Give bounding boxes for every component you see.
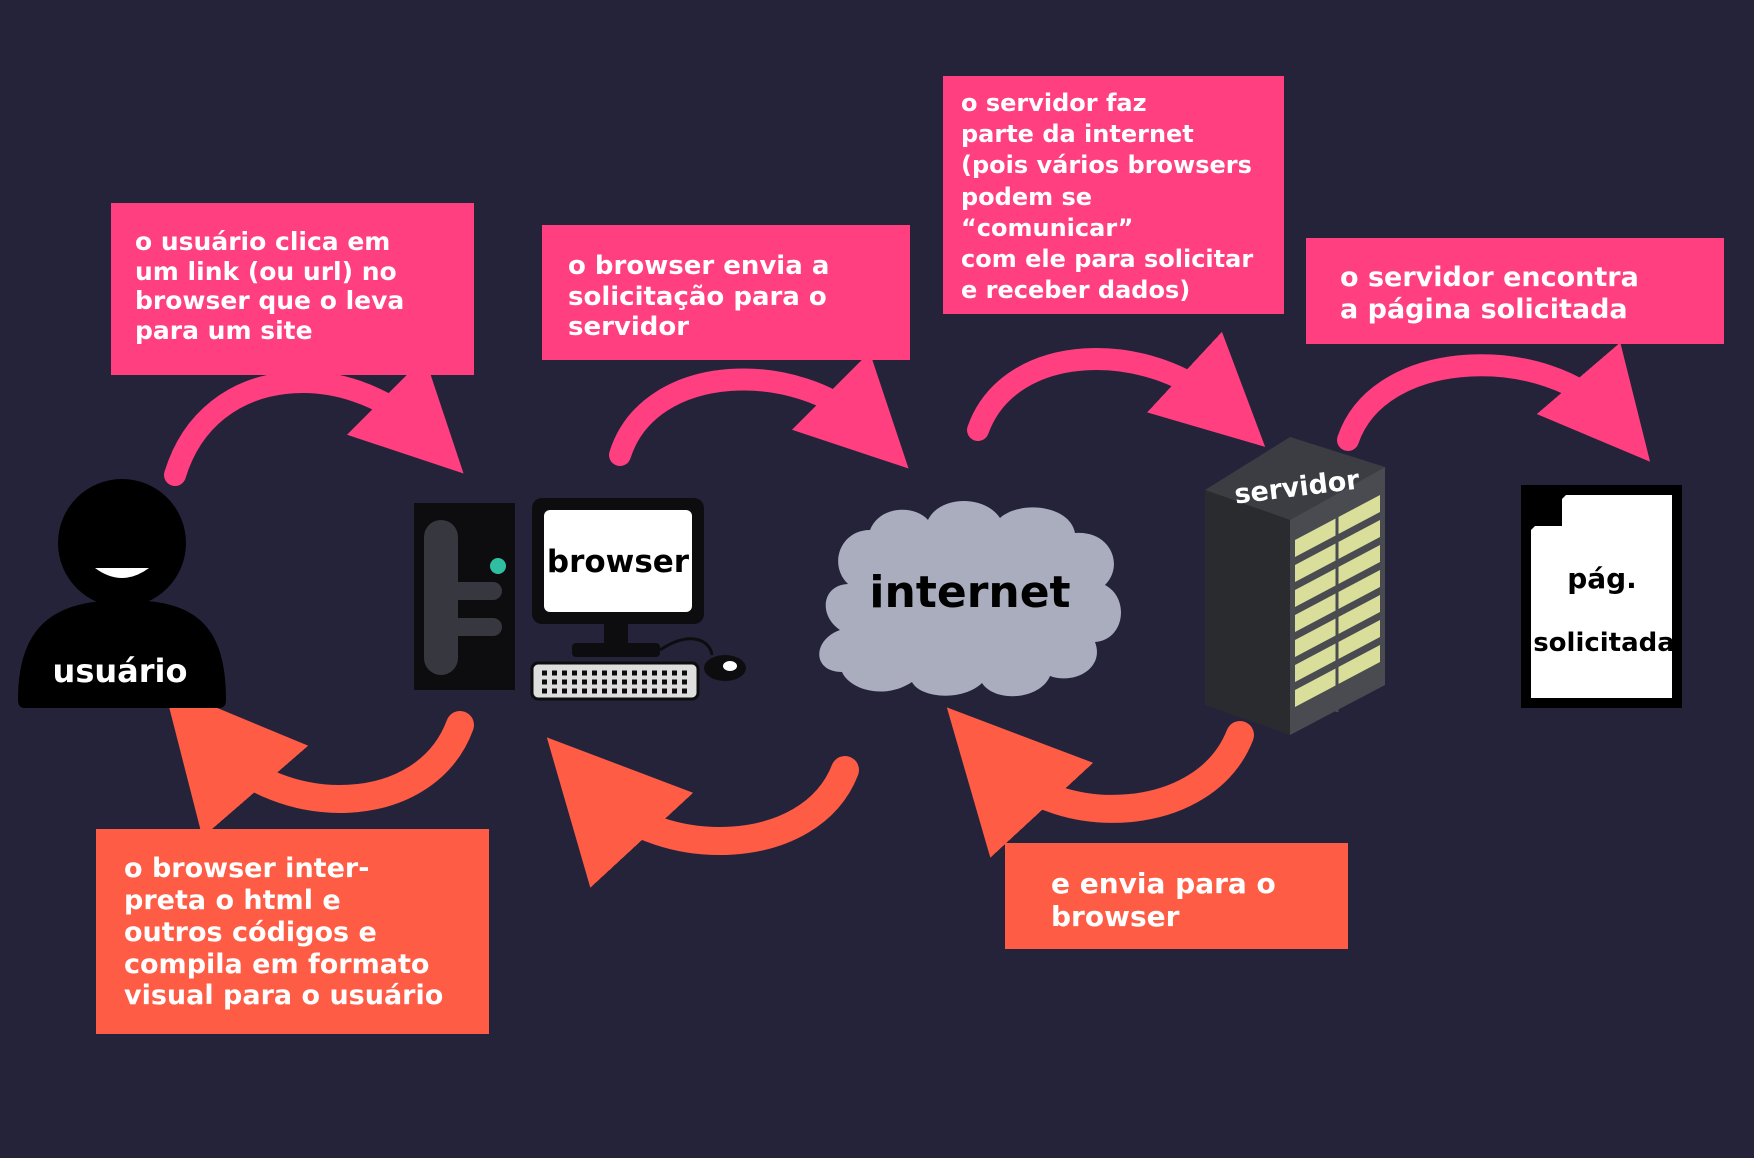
internet-label: internet [869,567,1070,618]
arrow-browser-to-user [163,685,474,838]
page-label-line2: solicitada [1533,628,1675,658]
cloud-icon: internet [819,500,1122,697]
arrow-browser-to-internet [609,351,909,469]
user-label: usuário [53,652,188,690]
browser-label: browser [547,544,690,580]
note-server-part-of-internet: o servidor faz parte da internet (pois v… [943,76,1284,314]
note-sends-to-browser: e envia para o browser [1005,843,1348,949]
page-label-line1: pág. [1567,562,1637,595]
arrow-internet-to-server [967,331,1266,447]
arrow-server-to-internet [946,707,1254,858]
note-browser-sends-request: o browser envia a solicitação para o ser… [542,225,910,360]
arrow-internet-to-browser [546,737,859,888]
note-browser-interprets-html: o browser inter- preta o html e outros c… [96,829,489,1034]
person-icon: usuário [18,479,226,708]
arrow-server-to-page [1337,342,1651,462]
server-rack-icon: servidor [1205,437,1385,735]
note-user-clicks-link: o usuário clica em um link (ou url) no b… [111,203,474,375]
note-server-finds-page: o servidor encontra a página solicitada [1306,238,1724,344]
desktop-computer-icon: browser [414,498,746,701]
arrow-user-to-browser [164,356,464,486]
document-icon: pág. solicitada [1521,485,1682,708]
